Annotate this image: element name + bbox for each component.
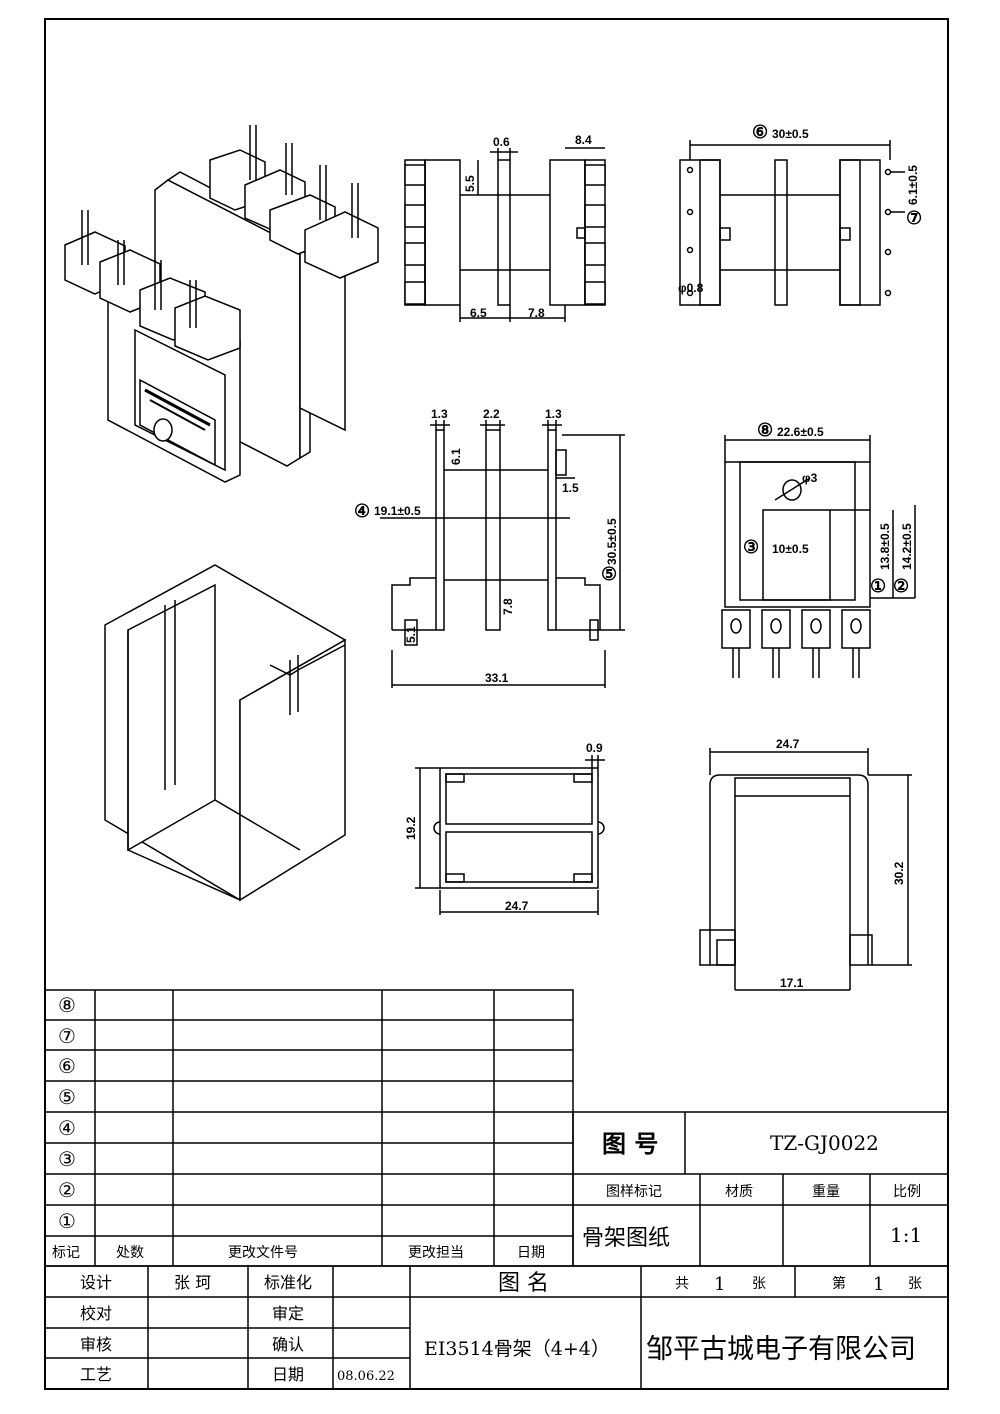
dim-13-8: 13.8±0.5 — [878, 523, 892, 570]
revision-row-4: ④ — [58, 1116, 76, 1140]
revision-row-5: ⑤ — [58, 1085, 76, 1109]
material-label: 材质 — [725, 1184, 753, 1200]
drawing-name-label: 图 名 — [498, 1271, 549, 1296]
dim-30: 30±0.5 — [772, 127, 809, 141]
date-label: 日期 — [272, 1365, 304, 1384]
marker-4: ④ — [354, 501, 370, 521]
side-view — [380, 420, 625, 688]
marker-5: ⑤ — [601, 564, 617, 584]
dim-24-7-side: 24.7 — [776, 737, 800, 751]
dim-0-6: 0.6 — [493, 135, 510, 149]
dim-1-3-right: 1.3 — [545, 407, 562, 421]
designer-name: 张 珂 — [174, 1273, 211, 1292]
company-name: 邹平古城电子有限公司 — [646, 1334, 916, 1365]
revision-header-mark: 标记 — [52, 1245, 80, 1261]
sheet-number: 1 — [873, 1274, 884, 1295]
total-sheets-number: 1 — [714, 1274, 725, 1295]
revision-row-3: ③ — [58, 1147, 76, 1171]
dim-19-2: 19.2 — [404, 816, 418, 840]
top-view — [679, 140, 905, 306]
marker-1: ① — [870, 576, 886, 596]
revision-row-8: ⑧ — [58, 993, 76, 1017]
revision-row-6: ⑥ — [58, 1054, 76, 1078]
dim-7-8-front: 7.8 — [528, 306, 545, 320]
dim-10: 10±0.5 — [772, 542, 809, 556]
standard-label: 标准化 — [264, 1273, 312, 1292]
revision-row-markers: ⑧ ⑦ ⑥ ⑤ ④ ③ ② ① — [58, 993, 76, 1233]
dim-17-1: 17.1 — [780, 976, 804, 990]
dim-5-5: 5.5 — [463, 175, 477, 192]
dim-phi-3: φ3 — [802, 471, 818, 485]
cover-top-view — [415, 755, 605, 915]
total-sheets-prefix: 共 — [675, 1276, 689, 1292]
weight-label: 重量 — [812, 1184, 840, 1200]
dim-6-1: 6.1±0.5 — [906, 165, 920, 205]
revision-row-2: ② — [58, 1178, 76, 1202]
check-label: 校对 — [80, 1304, 112, 1323]
dim-30-2: 30.2 — [892, 861, 906, 885]
revision-row-1: ① — [58, 1209, 76, 1233]
dim-1-5: 1.5 — [562, 481, 579, 495]
revision-table — [44, 989, 574, 1267]
design-label: 设计 — [80, 1273, 112, 1292]
process-label: 工艺 — [80, 1365, 112, 1384]
marker-8: ⑧ — [757, 420, 773, 440]
signature-block — [44, 1265, 949, 1390]
marker-6: ⑥ — [752, 122, 768, 142]
drawing-number: TZ-GJ0022 — [770, 1131, 879, 1155]
dim-5-1: 5.1 — [404, 626, 418, 643]
dim-33-1: 33.1 — [485, 671, 509, 685]
revision-row-7: ⑦ — [58, 1024, 76, 1048]
dim-30-5: 30.5±0.5 — [605, 518, 619, 565]
cover-side-view — [699, 748, 912, 991]
sample-mark-label: 图样标记 — [606, 1184, 662, 1200]
marker-7: ⑦ — [906, 208, 922, 228]
dim-19-1: 19.1±0.5 — [374, 504, 421, 518]
dim-6-1-side: 6.1 — [449, 448, 463, 465]
sheet-number-prefix: 第 — [832, 1275, 846, 1292]
revision-header-date: 日期 — [517, 1245, 545, 1261]
end-view — [721, 435, 916, 678]
drawing-type: 骨架图纸 — [582, 1226, 670, 1251]
drawing-number-label: 图 号 — [602, 1129, 658, 1158]
confirm-label: 确认 — [272, 1335, 304, 1354]
dim-1-3-left: 1.3 — [431, 407, 448, 421]
dim-phi-0-8: φ0.8 — [678, 281, 704, 295]
dim-8-4: 8.4 — [575, 133, 592, 147]
dim-22-6: 22.6±0.5 — [777, 425, 824, 439]
dim-2-2: 2.2 — [483, 407, 500, 421]
bobbin-3d-view — [64, 125, 379, 483]
dim-6-5: 6.5 — [470, 306, 487, 320]
dim-24-7-cover: 24.7 — [505, 899, 529, 913]
dim-0-9: 0.9 — [586, 741, 603, 755]
dim-14-2: 14.2±0.5 — [900, 523, 914, 570]
cover-3d-view — [104, 564, 347, 902]
revision-header-count: 处数 — [116, 1245, 144, 1261]
total-sheets-unit: 张 — [752, 1276, 766, 1292]
dim-7-8-side: 7.8 — [501, 598, 515, 615]
part-name: EI3514骨架（4+4） — [424, 1338, 610, 1360]
review-label: 审核 — [80, 1335, 112, 1354]
revision-header-doc: 更改文件号 — [228, 1245, 298, 1261]
marker-2: ② — [893, 576, 909, 596]
scale-label: 比例 — [893, 1184, 921, 1200]
date-value: 08.06.22 — [337, 1369, 395, 1384]
revision-header-person: 更改担当 — [408, 1245, 464, 1261]
marker-3: ③ — [743, 537, 759, 557]
approve-label: 审定 — [272, 1304, 304, 1323]
scale-value: 1:1 — [890, 1223, 922, 1247]
sheet-number-unit: 张 — [908, 1276, 922, 1292]
front-view — [404, 147, 606, 322]
